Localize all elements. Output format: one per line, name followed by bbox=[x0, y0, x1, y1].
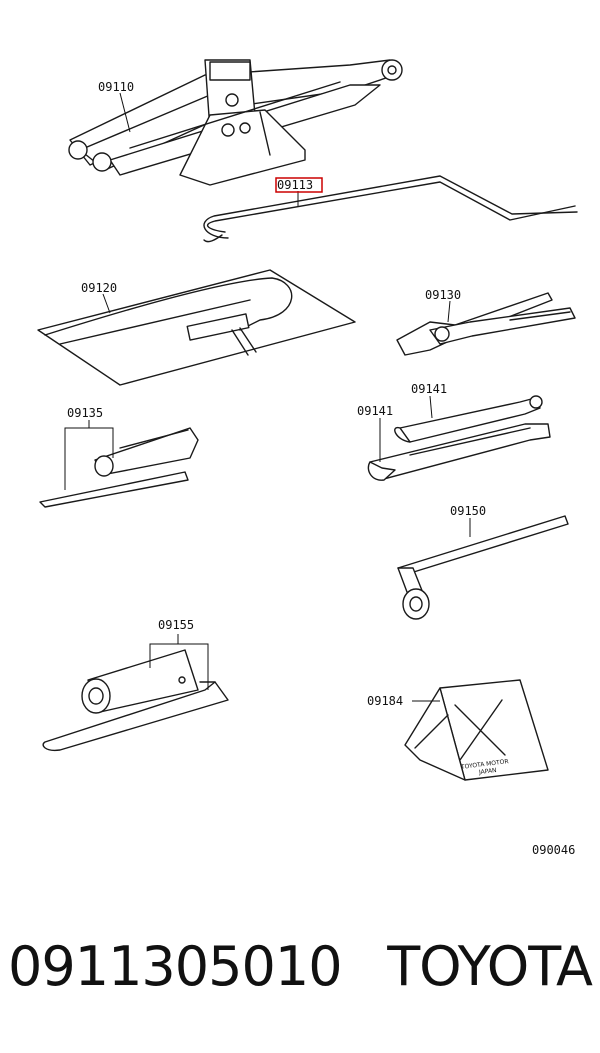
highlight-box bbox=[275, 177, 323, 193]
label-wrench-lower: 09141 bbox=[357, 404, 393, 418]
label-screwdriver: 09135 bbox=[67, 406, 103, 420]
wheel-chock-drawing: TOYOTA MOTOR JAPAN bbox=[404, 679, 549, 781]
screwdriver-drawing bbox=[39, 427, 199, 508]
part-number: 0911305010 bbox=[8, 935, 343, 998]
footer: 0911305010 TOYOTA bbox=[8, 935, 593, 1015]
jack-drawing bbox=[68, 59, 403, 186]
tool-bag-drawing bbox=[37, 269, 356, 386]
pliers-drawing bbox=[396, 292, 576, 356]
label-wheel-chock: 09184 bbox=[367, 694, 403, 708]
jack-handle-drawing bbox=[203, 175, 578, 243]
diagram-code: 090046 bbox=[532, 843, 575, 857]
chock-stamp-line-2: JAPAN bbox=[478, 767, 497, 776]
brand-name: TOYOTA bbox=[387, 935, 593, 998]
wrenches-drawing bbox=[367, 395, 551, 481]
wheel-nut-wrench-drawing bbox=[397, 515, 569, 620]
label-plug-wrench: 09155 bbox=[158, 618, 194, 632]
label-jack: 09110 bbox=[98, 80, 134, 94]
label-jack-handle[interactable]: 09113 bbox=[277, 178, 313, 192]
plug-wrench-drawing bbox=[42, 649, 229, 752]
label-wrench-upper: 09141 bbox=[411, 382, 447, 396]
label-wheel-nut-wrench: 09150 bbox=[450, 504, 486, 518]
label-pliers: 09130 bbox=[425, 288, 461, 302]
label-tool-bag: 09120 bbox=[81, 281, 117, 295]
